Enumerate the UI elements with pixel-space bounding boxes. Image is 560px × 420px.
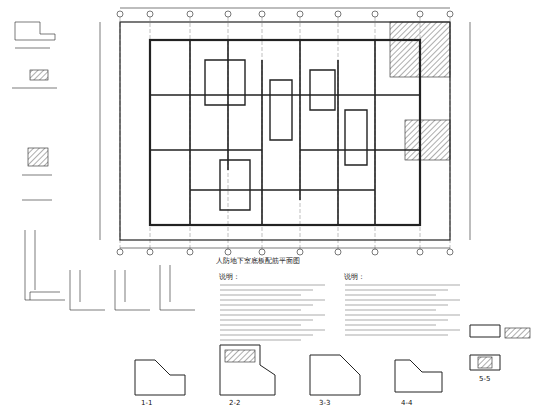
- note-line: [345, 330, 460, 331]
- note-line: [345, 325, 436, 326]
- section-label: 4-4: [400, 400, 413, 408]
- note-line: [220, 285, 325, 286]
- grid-bubble: [297, 11, 303, 17]
- drawing-title: 人防地下室底板配筋平面图: [215, 256, 301, 266]
- note-line: [345, 315, 460, 316]
- note-line: [345, 290, 448, 291]
- grid-bubble: [372, 249, 378, 255]
- note-line: [220, 340, 301, 341]
- section-label: 3-3: [318, 400, 331, 408]
- grid-bubble: [225, 11, 231, 17]
- notes-heading: 说明：: [343, 274, 366, 282]
- grid-bubble: [447, 11, 453, 17]
- note-line: [345, 310, 436, 311]
- note-line: [345, 295, 436, 296]
- grid-bubble: [147, 11, 153, 17]
- grid-bubble: [372, 11, 378, 17]
- section-label: 1-1: [140, 400, 153, 408]
- note-line: [345, 300, 460, 301]
- grid-bubble: [187, 249, 193, 255]
- section-label: 2-2: [228, 400, 241, 408]
- note-line: [220, 325, 301, 326]
- note-line: [220, 310, 301, 311]
- note-line: [345, 285, 460, 286]
- grid-bubble: [147, 249, 153, 255]
- note-line: [220, 305, 313, 306]
- note-line: [345, 320, 448, 321]
- grid-bubble: [187, 11, 193, 17]
- grid-bubble: [335, 11, 341, 17]
- grid-bubble: [117, 11, 123, 17]
- section-label: 5-5: [478, 376, 491, 384]
- grid-bubble: [447, 249, 453, 255]
- grid-bubble: [117, 249, 123, 255]
- note-line: [345, 305, 448, 306]
- note-line: [220, 290, 313, 291]
- grid-bubble: [297, 249, 303, 255]
- grid-bubble: [417, 249, 423, 255]
- grid-bubble: [259, 11, 265, 17]
- grid-bubble: [225, 249, 231, 255]
- grid-bubble: [259, 249, 265, 255]
- note-line: [220, 335, 313, 336]
- grid-bubble: [417, 11, 423, 17]
- note-line: [220, 300, 325, 301]
- note-line: [220, 315, 325, 316]
- grid-bubble: [335, 249, 341, 255]
- note-line: [220, 295, 301, 296]
- note-line: [220, 320, 313, 321]
- notes-heading: 说明：: [218, 274, 241, 282]
- note-line: [220, 330, 325, 331]
- note-line: [345, 335, 448, 336]
